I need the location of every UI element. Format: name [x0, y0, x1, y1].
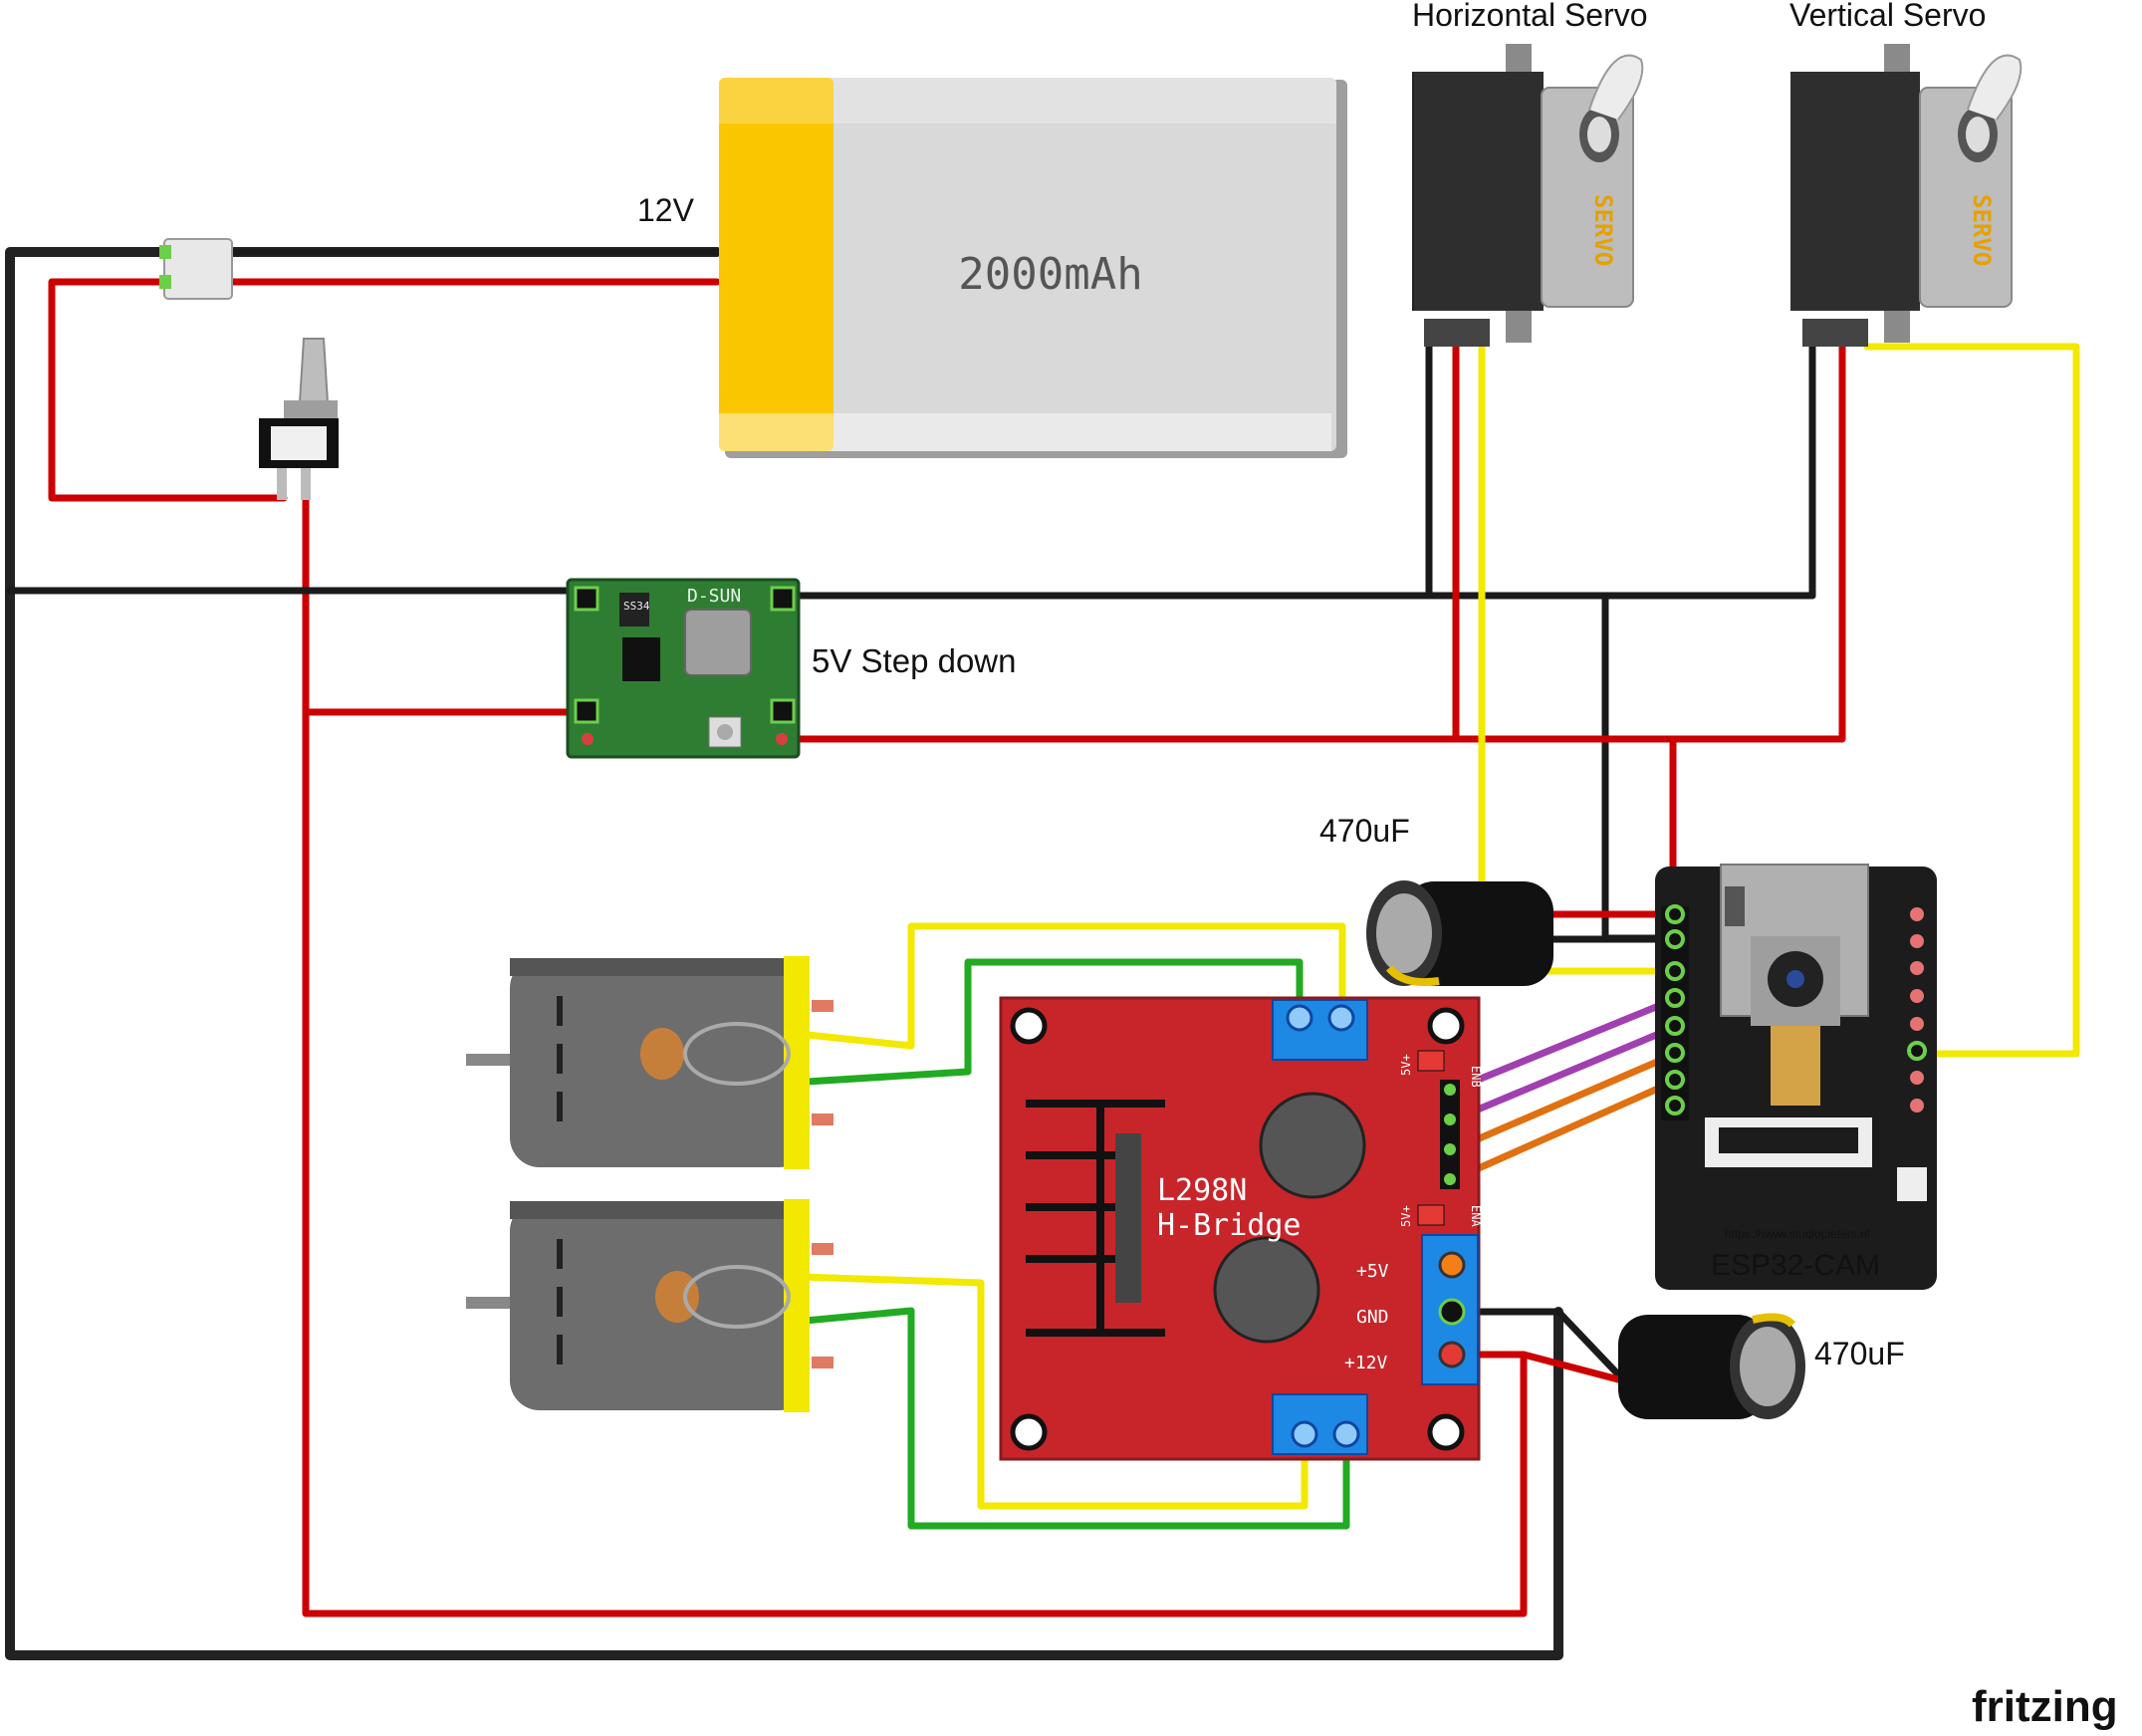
wire-orange-1 [1450, 1049, 1682, 1153]
cap-top-label: 470uF [1319, 813, 1410, 849]
wire-green-motor2 [738, 1307, 1350, 1530]
capacitor-bottom [1618, 1313, 1805, 1419]
vertical-servo: SERVO [1790, 44, 2023, 347]
vertical-servo-label: Vertical Servo [1789, 0, 1986, 33]
horizontal-servo-label: Horizontal Servo [1412, 0, 1648, 33]
wire-red-stepdown-out [778, 343, 1846, 743]
hb-5vplus-bottom-label: 5V+ [1399, 1205, 1413, 1227]
hb-enb-label: ENB [1469, 1066, 1483, 1088]
cap-bottom-label: 470uF [1814, 1336, 1905, 1371]
wire-purple-2 [1450, 1022, 1682, 1123]
wire-yellow-vservo-signal [1863, 343, 2080, 1058]
capacitor-top [1366, 880, 1553, 987]
wire-red-hb-12v-cap [1520, 1351, 1622, 1383]
step-down-label: 5V Step down [812, 642, 1016, 679]
toggle-switch[interactable] [259, 338, 339, 500]
wire-yellow-motor1 [738, 922, 1346, 1050]
wire-orange-2 [1450, 1076, 1682, 1183]
battery: 2000mAh [719, 78, 1347, 458]
dc-motor-1 [466, 956, 833, 1169]
battery-connector [159, 238, 233, 300]
esp32-cam-board: https://www.studiopieters.nl ESP32-CAM [1655, 864, 1937, 1290]
wire-purple-1 [1450, 994, 1682, 1094]
step-down-module: D-SUN SS34 [566, 578, 801, 759]
wire-red-12v-main [302, 494, 1528, 1617]
hb-ena-label: ENA [1469, 1205, 1483, 1227]
hbridge-name-line1: L298N [1157, 1173, 1247, 1208]
dsun-label: D-SUN [687, 586, 741, 607]
hb-pin-gnd-label: GND [1356, 1307, 1389, 1328]
battery-capacity-label: 2000mAh [958, 249, 1142, 300]
hb-pin-5v-label: +5V [1356, 1261, 1389, 1282]
esp32-url-label: https://www.studiopieters.nl [1725, 1227, 1869, 1241]
wire-red-switch-loop [48, 278, 288, 502]
chip-code-label: SS34 [623, 600, 650, 613]
servo-body-label: SERVO [1589, 194, 1617, 266]
wire-yellow-hservo-signal [1478, 343, 1682, 975]
horizontal-servo: SERVO [1412, 44, 1644, 347]
wire-green-motor1 [738, 958, 1304, 1090]
esp32-name-label: ESP32-CAM [1711, 1249, 1880, 1282]
l298n-hbridge: L298N H-Bridge +5V GND +12V ENB ENA 5V+ … [999, 996, 1483, 1461]
fritzing-watermark: fritzing [1972, 1682, 2118, 1731]
hbridge-name-line2: H-Bridge [1157, 1208, 1302, 1243]
hb-pin-12v-label: +12V [1344, 1353, 1388, 1373]
wire-yellow-motor2 [738, 1271, 1309, 1510]
battery-voltage-label: 12V [637, 192, 695, 228]
dc-motor-2 [466, 1199, 833, 1412]
hb-5vplus-top-label: 5V+ [1399, 1054, 1413, 1076]
wire-black-hb-gnd [1450, 1308, 1622, 1378]
servo-body-label: SERVO [1968, 194, 1996, 266]
